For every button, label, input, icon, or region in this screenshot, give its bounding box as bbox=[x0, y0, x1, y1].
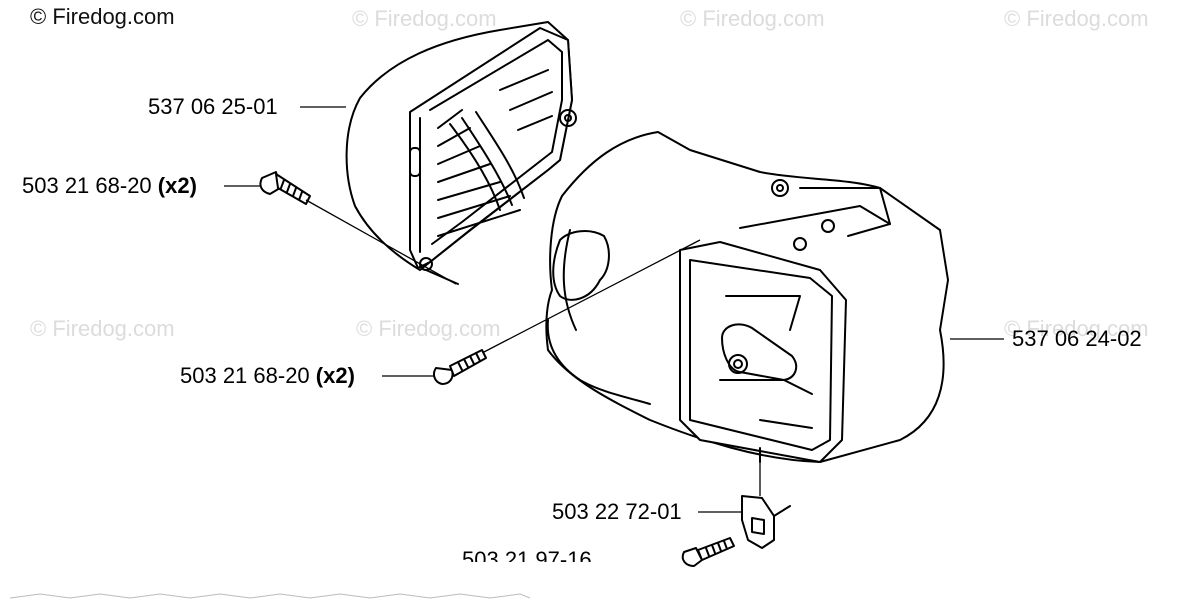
label-main-housing: 537 06 24-02 bbox=[1012, 327, 1142, 351]
part-number: 503 21 68-20 bbox=[22, 173, 152, 198]
watermark: © Firedog.com bbox=[1004, 6, 1149, 31]
part-number: 537 06 24-02 bbox=[1012, 326, 1142, 351]
main-housing-part bbox=[545, 131, 949, 463]
part-number: 503 21 68-20 bbox=[180, 363, 310, 388]
clip-part bbox=[741, 495, 791, 549]
screw-clip-part bbox=[681, 537, 735, 567]
watermark: © Firedog.com bbox=[680, 6, 825, 31]
rear-cover-part bbox=[345, 21, 577, 285]
screw-top-part bbox=[259, 171, 311, 205]
part-qty: (x2) bbox=[157, 173, 197, 198]
screw-bottom-part bbox=[433, 349, 487, 385]
watermark: © Firedog.com bbox=[30, 316, 175, 341]
watermark: © Firedog.com bbox=[352, 6, 497, 31]
part-number: 537 06 25-01 bbox=[148, 94, 278, 119]
label-screw-bottom: 503 21 68-20 (x2) bbox=[180, 364, 355, 388]
label-screw-clip-cropped: 503 21 97-16 bbox=[462, 548, 622, 562]
label-screw-top: 503 21 68-20 (x2) bbox=[22, 174, 197, 198]
label-clip: 503 22 72-01 bbox=[552, 500, 682, 524]
part-number: 503 22 72-01 bbox=[552, 499, 682, 524]
watermark: © Firedog.com bbox=[1004, 316, 1149, 341]
part-number: 503 21 97-16 bbox=[462, 548, 592, 562]
brand-watermark: © Firedog.com bbox=[30, 4, 175, 29]
label-rear-cover: 537 06 25-01 bbox=[148, 95, 278, 119]
watermark: © Firedog.com bbox=[356, 316, 501, 341]
part-qty: (x2) bbox=[315, 363, 355, 388]
